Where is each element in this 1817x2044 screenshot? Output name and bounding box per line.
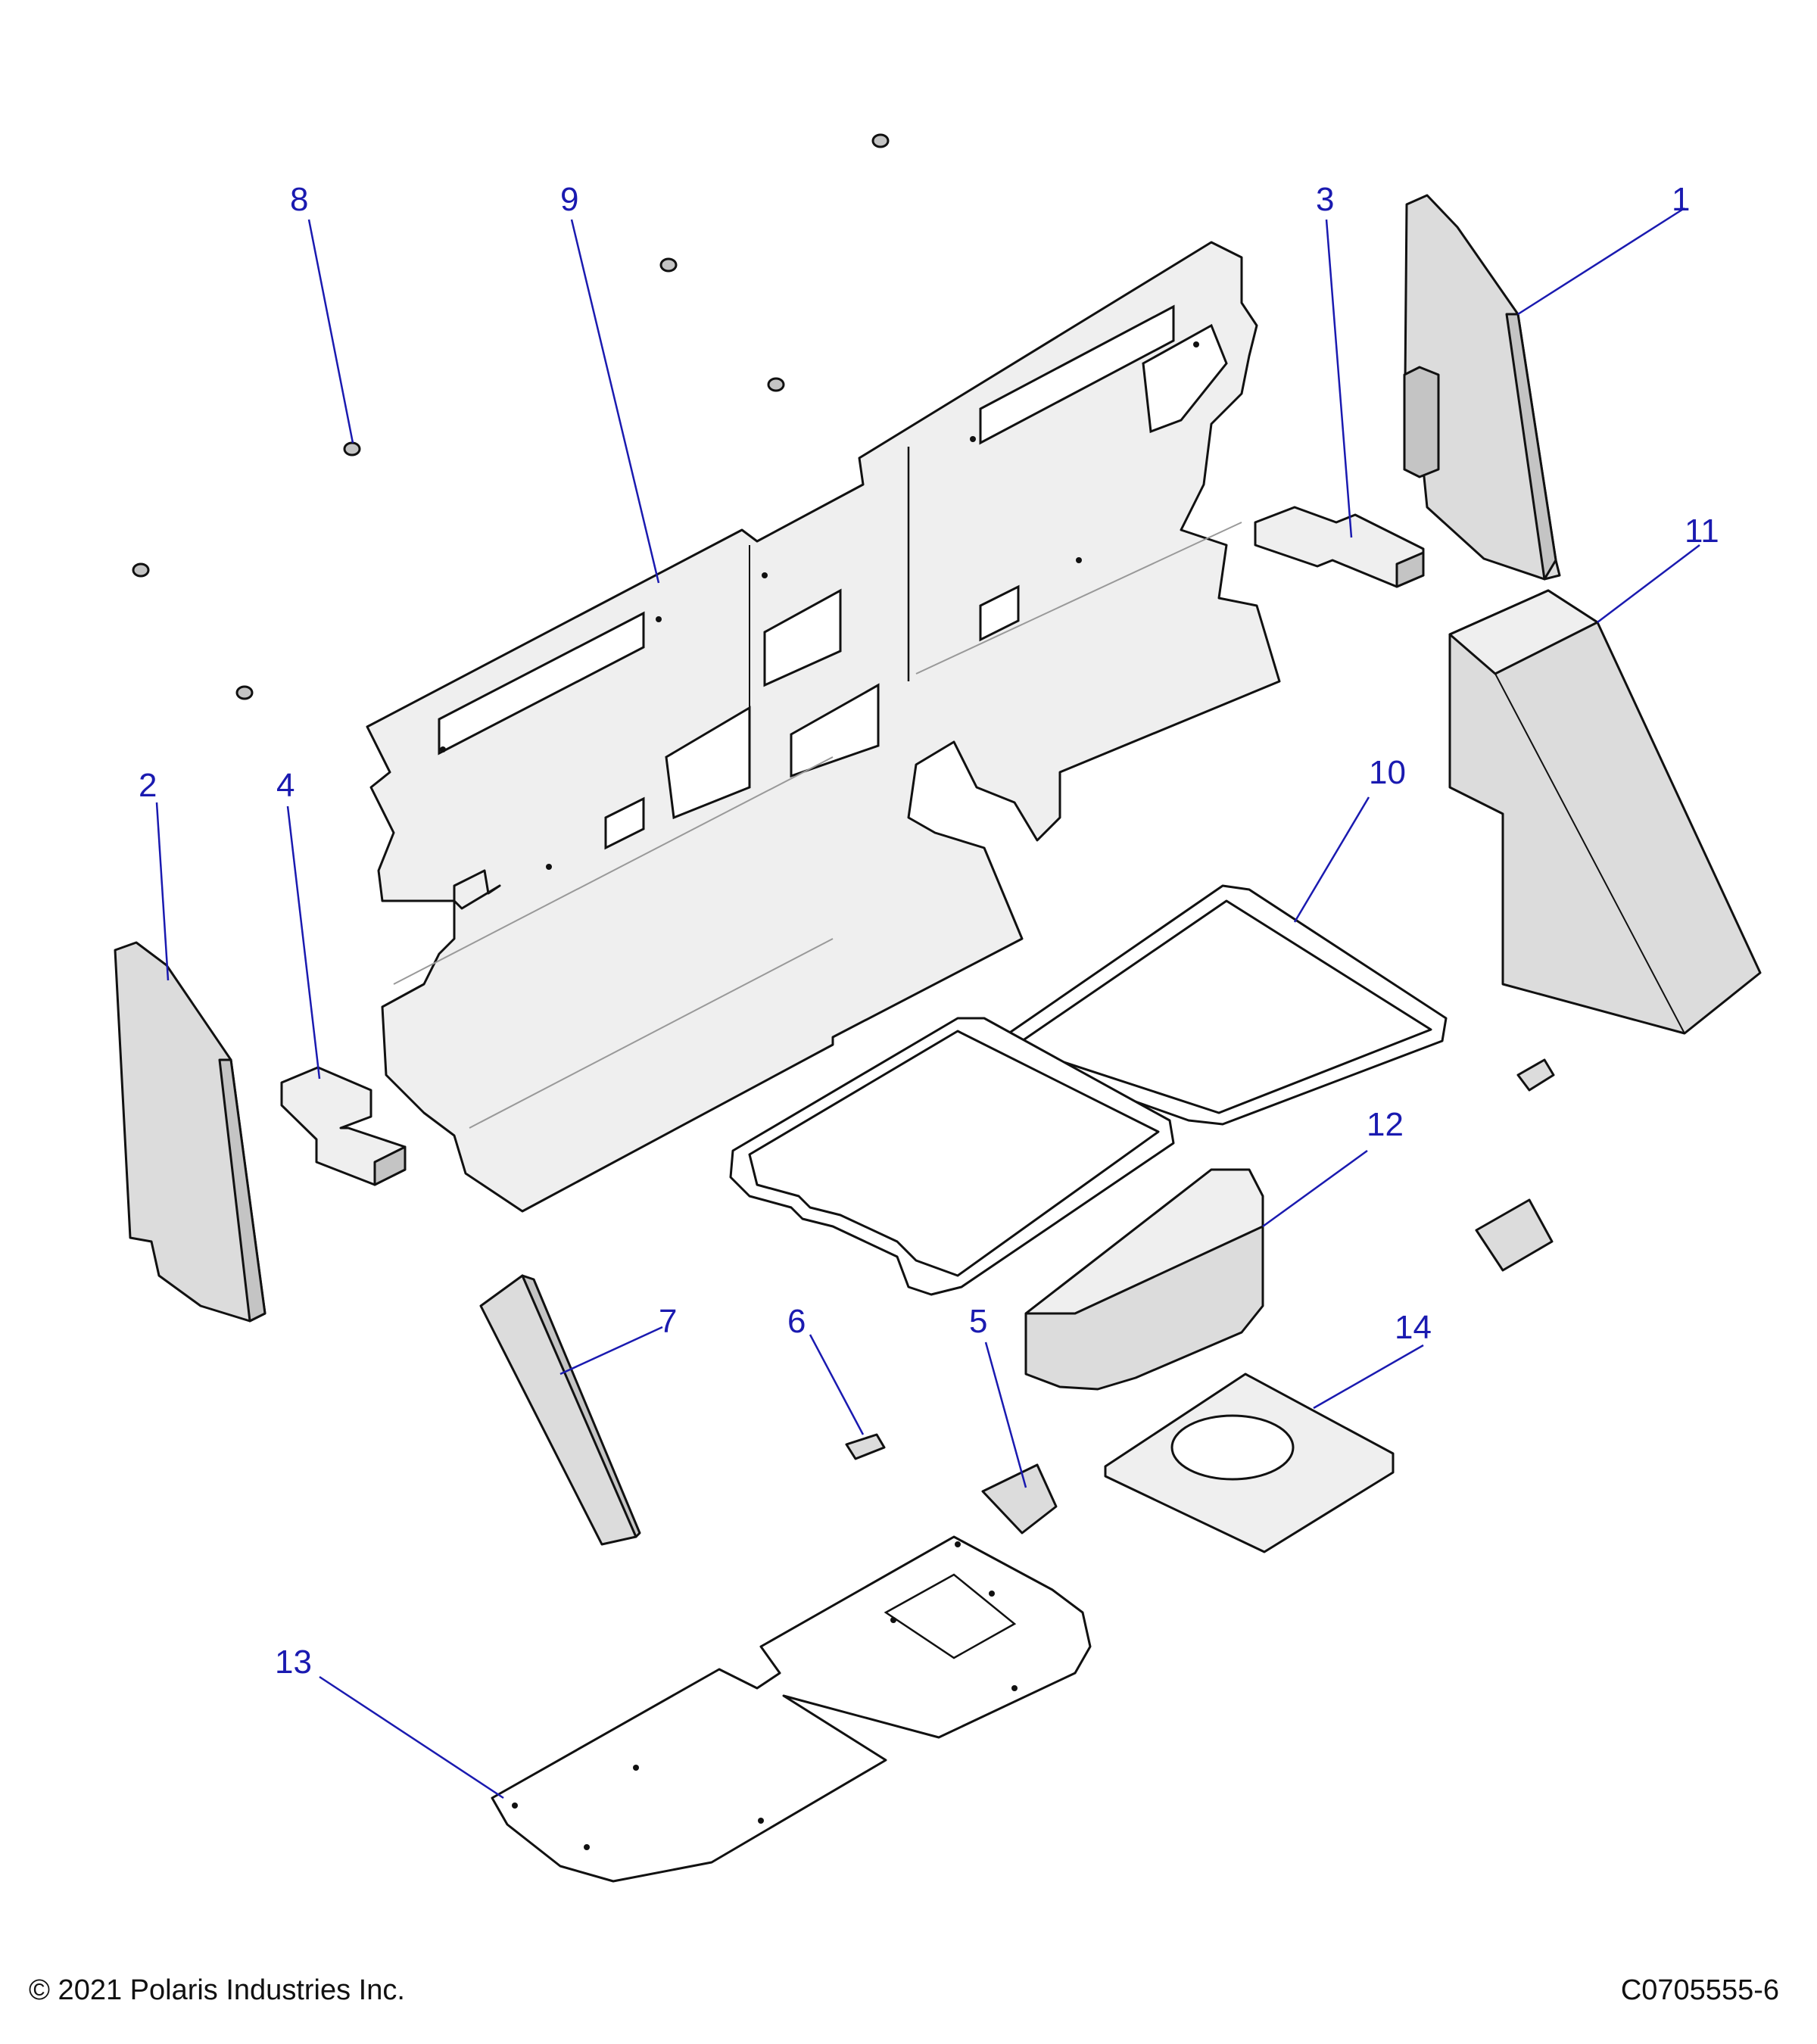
leader-lines: [155, 207, 1700, 1799]
part-12-foam-block: [1024, 1168, 1264, 1391]
part-3-foam-block: [1254, 506, 1425, 588]
part-8-fasteners: [132, 133, 890, 700]
callout-4: 4: [276, 767, 295, 804]
callout-2: 2: [139, 767, 157, 804]
part-14-plate: [1104, 1373, 1395, 1553]
callout-11: 11: [1685, 513, 1719, 550]
drawing-id: C0705555-6: [1620, 1974, 1779, 2006]
fastener-icon: [132, 562, 150, 578]
callout-14: 14: [1395, 1309, 1432, 1346]
clip-small: [1516, 1058, 1555, 1092]
part-1-side-panel: [1403, 194, 1561, 581]
fastener-icon: [235, 685, 254, 700]
pad-right: [1475, 1198, 1554, 1272]
fastener-icon: [659, 257, 678, 273]
callout-12: 12: [1367, 1106, 1404, 1143]
fastener-icon: [343, 441, 361, 456]
part-5-pad: [981, 1463, 1058, 1535]
callout-labels: 1 2 3 4 5 6 7 8 9 10 11 12 13 14: [139, 181, 1719, 1681]
callout-3: 3: [1316, 181, 1334, 218]
part-7-foam-strip: [479, 1274, 641, 1546]
part-4-foam-block: [280, 1066, 407, 1186]
copyright-text: © 2021 Polaris Industries Inc.: [29, 1974, 405, 2006]
part-11-foam-wedge: [1448, 589, 1762, 1035]
callout-8: 8: [290, 181, 308, 218]
callout-6: 6: [787, 1303, 806, 1340]
callout-7: 7: [659, 1303, 677, 1340]
part-10-seal-ring-left: [729, 1017, 1175, 1296]
part-13-floor-panel: [491, 1535, 1092, 1883]
part-9-rear-panel: [366, 241, 1281, 1213]
part-6-clip: [845, 1433, 886, 1460]
callout-1: 1: [1672, 181, 1690, 218]
fastener-icon: [767, 377, 785, 392]
callout-13: 13: [275, 1644, 312, 1681]
callout-10: 10: [1369, 754, 1406, 791]
part-2-side-panel: [114, 941, 266, 1323]
callout-9: 9: [560, 181, 578, 218]
callout-5: 5: [969, 1303, 987, 1340]
fastener-icon: [871, 133, 890, 148]
